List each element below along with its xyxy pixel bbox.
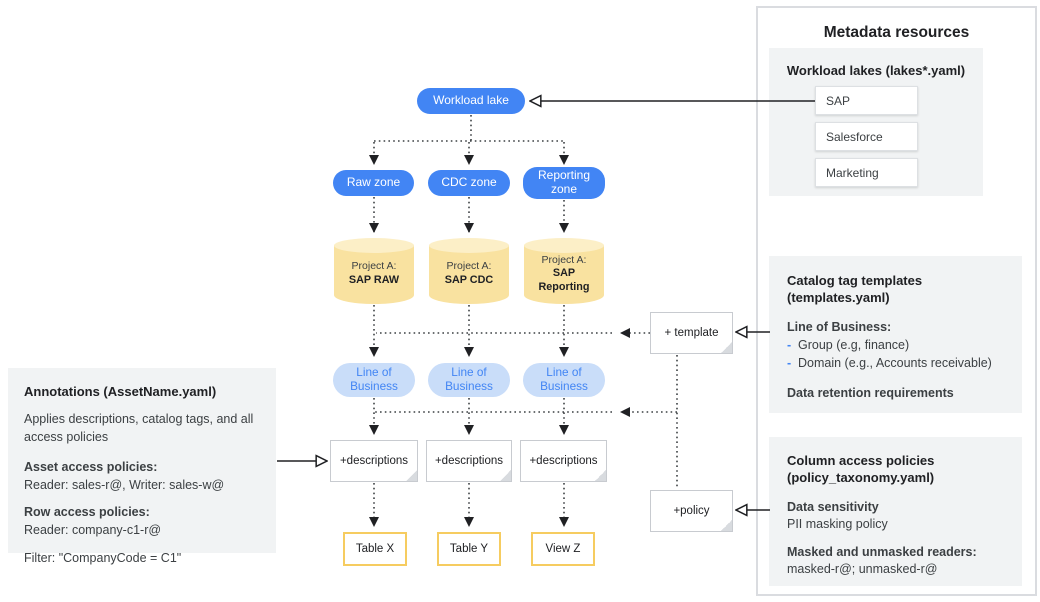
catalog-templates-title-line2: (templates.yaml)	[787, 289, 890, 305]
cylinder-top	[429, 238, 509, 253]
table-x-node: Table X	[343, 532, 407, 566]
descriptions-note: +descriptions	[426, 440, 512, 482]
reporting-zone-node: Reporting zone	[523, 167, 605, 199]
descriptions-note: +descriptions	[520, 440, 607, 482]
cylinder-body	[524, 245, 604, 304]
column-access-policies-section: Column access policies (policy_taxonomy.…	[769, 437, 1022, 586]
project-name: SAP Reporting	[538, 267, 590, 293]
dash-bullet: -	[787, 356, 792, 371]
line-of-business-node: Line of Business	[428, 363, 510, 397]
line-of-business-node: Line of Business	[523, 363, 605, 397]
lake-card-marketing: Marketing	[815, 158, 918, 187]
lake-card-salesforce: Salesforce	[815, 122, 918, 151]
descriptions-note: +descriptions	[330, 440, 418, 482]
metadata-panel-title: Metadata resources	[823, 24, 970, 41]
project-prefix: Project A:	[446, 260, 492, 273]
row-access-policies-label: Row access policies:	[24, 505, 150, 520]
policy-note: +policy	[650, 490, 733, 532]
data-sensitivity-value: PII masking policy	[787, 517, 888, 532]
project-prefix: Project A:	[541, 253, 587, 266]
annotations-title: Annotations (AssetName.yaml)	[24, 384, 217, 399]
project-prefix: Project A:	[351, 260, 397, 273]
column-policies-title-line1: Column access policies	[787, 453, 935, 468]
project-name: SAP RAW	[348, 274, 400, 287]
template-item-domain: - Domain (e.g., Accounts receivable)	[787, 354, 1004, 372]
project-sap-reporting-cylinder: Project A: SAP Reporting	[524, 238, 604, 304]
template-note: + template	[650, 312, 733, 354]
template-item-text: Group (e.g, finance)	[798, 338, 910, 353]
annotations-panel: Annotations (AssetName.yaml) Applies des…	[8, 368, 276, 565]
template-item-group: - Group (e.g, finance)	[787, 336, 1004, 354]
masked-readers-value: masked-r@; unmasked-r@	[787, 562, 938, 577]
cylinder-top	[334, 238, 414, 253]
filter-value: Filter: "CompanyCode = C1"	[24, 550, 182, 565]
catalog-tag-templates-section: Catalog tag templates (templates.yaml) L…	[769, 256, 1022, 413]
asset-access-policies-label: Asset access policies:	[24, 459, 158, 474]
cylinder-top	[524, 238, 604, 253]
cylinder-body	[429, 245, 509, 304]
project-sap-cdc-cylinder: Project A: SAP CDC	[429, 238, 509, 304]
line-of-business-node: Line of Business	[333, 363, 415, 397]
project-sap-raw-cylinder: Project A: SAP RAW	[334, 238, 414, 304]
project-name: SAP CDC	[444, 274, 494, 287]
table-y-node: Table Y	[437, 532, 501, 566]
cdc-zone-node: CDC zone	[428, 170, 510, 196]
column-policies-title-line2: (policy_taxonomy.yaml)	[787, 469, 935, 485]
catalog-templates-title-line1: Catalog tag templates	[787, 273, 923, 288]
annotations-body: Applies descriptions, catalog tags, and …	[24, 412, 254, 445]
dash-bullet: -	[787, 338, 792, 353]
data-sensitivity-label: Data sensitivity	[787, 499, 879, 514]
workload-lake-node: Workload lake	[417, 88, 525, 114]
masked-readers-label: Masked and unmasked readers:	[787, 544, 977, 559]
row-access-policies-value: Reader: company-c1-r@	[24, 523, 162, 538]
template-item-text: Domain (e.g., Accounts receivable)	[798, 356, 992, 371]
lake-card-sap: SAP	[815, 86, 918, 115]
cylinder-body	[334, 245, 414, 304]
view-z-node: View Z	[531, 532, 595, 566]
workload-lakes-section: Workload lakes (lakes*.yaml) SAP Salesfo…	[769, 48, 983, 196]
lob-label: Line of Business:	[787, 319, 892, 334]
data-retention-label: Data retention requirements	[787, 385, 954, 400]
asset-access-policies-value: Reader: sales-r@, Writer: sales-w@	[24, 477, 225, 492]
workload-lakes-title: Workload lakes (lakes*.yaml)	[786, 63, 966, 78]
raw-zone-node: Raw zone	[333, 170, 414, 196]
